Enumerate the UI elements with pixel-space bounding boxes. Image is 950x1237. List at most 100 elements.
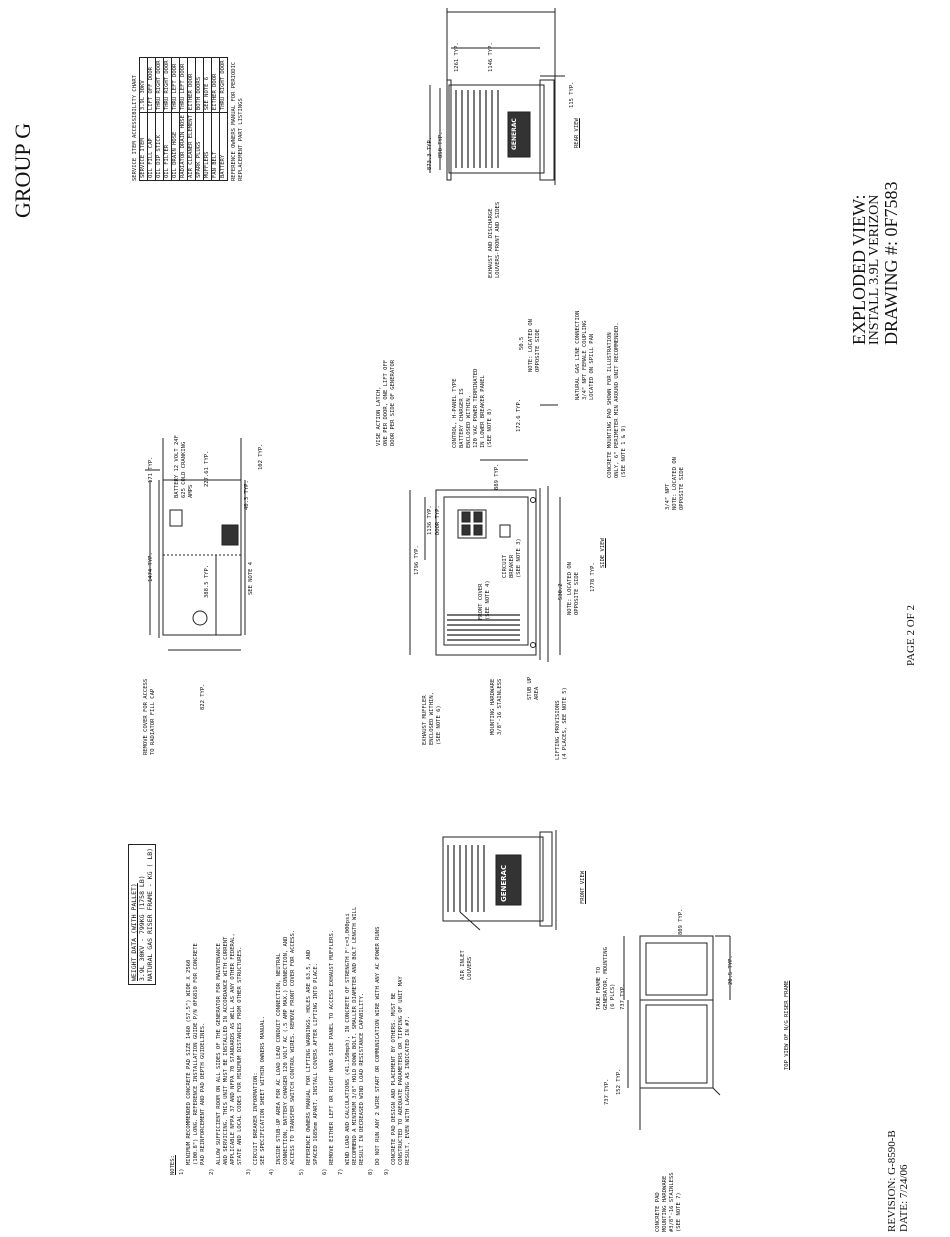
note-line: ALLOW SUFFICIENT ROOM ON ALL SIDES OF TH… [216,943,222,1165]
callout-line: AIR INLET [460,950,466,980]
front-louvers [447,845,485,912]
notes-title: NOTES: [170,1155,176,1175]
riser-frame-drawing [623,935,731,1130]
generac-logo-rear: GENERAC [511,118,518,150]
gas-connection-label: NATURAL GAS LINE CONNECTION 3/4" NPT FEM… [575,311,596,400]
callout-line: CONCRETE PAD [655,1192,661,1232]
note-item: 3)CIRCUIT BREAKER INFORMATION:SEE SPECIF… [246,907,267,1175]
side-view-drawing [409,404,561,662]
note-number: 6) [322,1168,328,1175]
npt-note-label: 3/4" NPT NOTE: LOCATED ON OPPOSITE SIDE [665,457,686,510]
riser-frame-label: TOP VIEW OF N/G RISER FRAME [784,980,790,1070]
weight-data-box: WEIGHT DATA (WITH PALLET) 3.9L 30KV - 79… [128,843,156,985]
callout-line: (6 PLCS) [610,983,616,1011]
front-cover-label: FRONT COVER (SEE NOTE 4) [478,580,492,620]
callout-line: BREAKER [509,554,515,578]
callout-line: IN LOWER BREAKER PANEL [480,375,486,448]
callout-line: OPPOSITE SIDE [535,328,541,372]
note-number: 7) [338,1168,344,1175]
dim-1474: 1474 TYP. [148,552,154,582]
callout-line: LOUVERS [467,956,473,980]
note-line: CIRCUIT BREAKER INFORMATION: [253,1072,259,1165]
service-chart-title: SERVICE ITEM ACCESSIBILITY CHART [132,75,138,181]
callout-line: 3/4" NPT FEMALE COUPLING [582,320,588,400]
callout-line: REMOVE COVER FOR ACCESS [143,678,149,755]
pad-hardware-label: CONCRETE PAD MOUNTING HARDWARE #3/8"-16 … [655,1172,683,1232]
callout-line: STUB UP [527,676,533,700]
door-typ: DOOR TYP. [435,505,441,535]
dim-20-5: 20.5 TYP. [728,955,734,985]
side-louvers [447,614,520,641]
note-line: DO NOT RUN ANY 2 WIRE START OR COMMUNICA… [375,926,381,1165]
callout-line: (SEE NOTE 3) [516,538,522,578]
note-line: CONCRETE PAD DESIGN AND PLACEMENT BY OTH… [391,992,397,1165]
weight-line: NATURAL GAS RISER FRAME - KG ( LB) [146,847,154,981]
callout-line: DOOR PER SIDE OF GENERATOR [390,359,396,446]
take-frame-label: TAKE FRAME TO GENERATOR, MOUNTING (6 PLC… [596,947,617,1010]
dim-172-6: 172.6 TYP. [516,398,522,432]
callout-line: EXHAUST AND DISCHARGE [488,208,494,278]
exhaust-muffler-label: EXHAUST MUFFLER ENCLOSED WITHIN, (SEE NO… [422,692,443,745]
callout-line: 3/8"-16 STAINLESS [497,678,503,735]
note-item: 8)DO NOT RUN ANY 2 WIRE START OR COMMUNI… [368,907,382,1175]
dim-1261: 1261 TYP. [454,42,460,72]
callout-line: 625 COLD CRANKING [181,441,187,498]
chart-item: OIL FILTER [163,112,172,181]
callout-line: ENCLOSED WITHIN, [429,692,435,745]
circuit-breaker-label: CIRCUIT BREAKER (SEE NOTE 3) [502,538,523,578]
service-chart: SERVICE ITEM ACCESSIBILITY CHART SERVICE… [132,57,245,181]
dim-388-5: 388.5 TYP. [204,564,210,598]
chart-access: EITHER DOOR [187,57,196,113]
chart-reference-line: REPLACEMENT PART LISTINGS [238,98,244,181]
note-line: AND SERVICING. THIS UNIT MUST BE INSTALL… [223,936,229,1165]
lifting-provisions-label: LIFTING PROVISIONS (4 PLACES, SEE NOTE 5… [555,687,569,760]
callout-line: OPPOSITE SIDE [679,466,685,510]
note-line: (100.8") LONG. REFERENCE INSTALLATION GU… [193,943,199,1165]
battery-label: BATTERY 12 VOLT 24F 625 COLD CRANKING AM… [174,435,195,498]
dim-50-5: 50.5 [519,336,525,350]
note-line: SEE SPECIFICATION SHEET WITHIN OWNERS MA… [260,1015,266,1165]
callout-line: (SEE NOTE 7) [676,1192,682,1232]
chart-access: THRU RIGHT DOOR [163,57,172,113]
chart-item: BATTERY [219,112,228,181]
callout-line: GENERATOR, MOUNTING [603,947,609,1010]
chart-access: LIFT OFF DOOR [147,57,156,113]
dim-1146: 1146 TYP. [488,42,494,72]
generac-logo-front: GENERAC [500,864,508,902]
callout-line: AREA [534,686,540,700]
note-line: REMOVE EITHER LEFT OR RIGHT HAND SIDE PA… [329,929,335,1165]
note-number: 3) [246,1168,252,1175]
drawing-number: DRAWING #: 0F7583 [881,181,901,345]
dim-1796: 1796 TYP. [414,545,420,575]
callout-line: (4 PLACES, SEE NOTE 5) [562,687,568,760]
dim-102: 102 TYP. [258,443,264,471]
callout-line: CONTROL, H-PANEL TYPE [452,378,458,448]
chart-access: THRU LEFT DOOR [171,57,180,113]
note-line: RESULT IN DECREASED WIND LOAD RESISTANCE… [359,992,365,1165]
note-item: 6)REMOVE EITHER LEFT OR RIGHT HAND SIDE … [322,907,336,1175]
page-number: PAGE 2 OF 2 [905,604,917,666]
vise-latch-label: VISE ACTION LATCH, ONE PER DOOR, ONE LIF… [376,360,397,446]
note-item: 2)ALLOW SUFFICIENT ROOM ON ALL SIDES OF … [209,907,244,1175]
note-line: CONSTRUCTED TO ADEQUATE PARAMETERS OR TI… [398,976,404,1165]
callout-line: TAKE FRAME TO [596,966,602,1010]
note-opposite-2: NOTE: LOCATED ON OPPOSITE SIDE [567,562,581,615]
note-number: 9) [384,1168,390,1175]
callout-line: ONLY, 6" PERIMETER MIN AROUND UNIT RECOM… [614,322,620,478]
callout-line: LOCATED ON SPILL PAN [589,333,595,400]
dim-822: 822 TYP. [200,683,206,711]
rear-view-drawing [429,8,565,185]
callout-line: 3/4" NPT [665,483,671,511]
revision-block: REVISION: G-8590-B DATE: 7/24/06 [886,1130,910,1232]
front-view-drawing [442,830,557,931]
note-item: 7)WIND LOAD AND CALCULATIONS (41.150mph)… [338,907,366,1175]
pad-illustration-label: CONCRETE MOUNTING PAD SHOWN FOR ILLUSTRA… [607,322,628,478]
callout-line: (SEE NOTE 1 & 9) [621,425,627,478]
note-number: 4) [269,1168,275,1175]
